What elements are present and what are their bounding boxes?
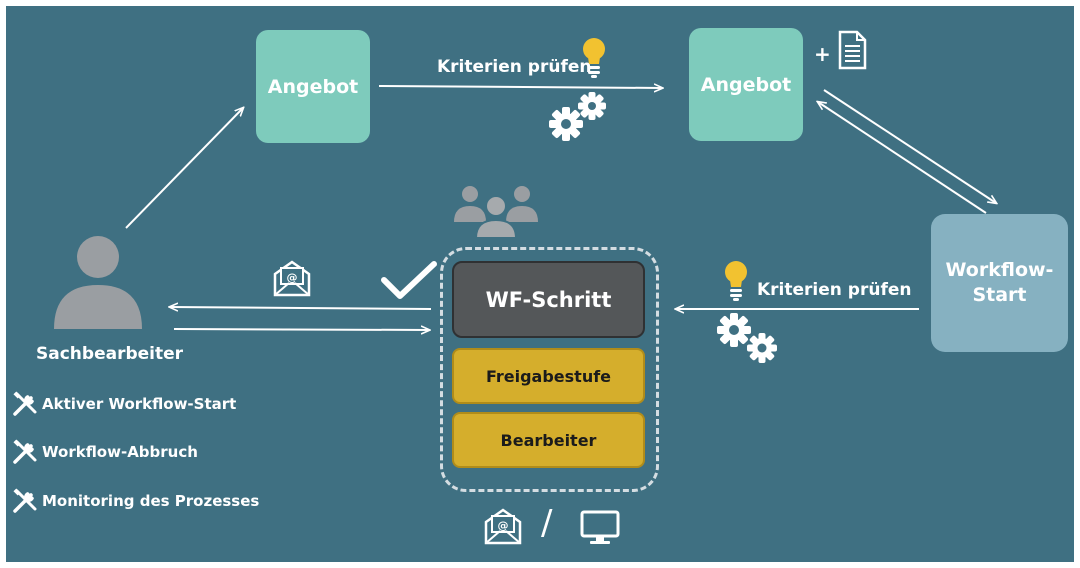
wf-step-box: WF-Schritt [452, 261, 645, 338]
approval-level-box: Freigabestufe [452, 348, 645, 404]
gears-icon [717, 313, 777, 363]
plus-sign: + [814, 42, 831, 66]
group-icon [454, 186, 538, 239]
email-icon: @ [484, 508, 522, 545]
connector-arrows [125, 6, 1074, 562]
offer-box-2: Angebot [689, 28, 803, 141]
workflow-step-group [440, 247, 659, 492]
svg-text:@: @ [498, 519, 509, 532]
tool-item-process-monitoring: Monitoring des Prozesses [12, 488, 259, 514]
tool-label: Aktiver Workflow-Start [42, 395, 237, 413]
workflow-start-label-line1: Workflow- [945, 259, 1054, 281]
tools-icon [13, 391, 37, 416]
wf-step-label: WF-Schritt [485, 287, 612, 312]
document-icon [838, 30, 867, 70]
criteria-check-label-right: Kriterien prüfen [757, 280, 912, 300]
offer-box-1-label: Angebot [267, 75, 359, 98]
slash-separator: / [541, 503, 553, 543]
gears-icon [549, 92, 606, 141]
diagram-canvas: Angebot Angebot Workflow- Start WF-Schri… [6, 6, 1074, 562]
editor-label: Bearbeiter [500, 430, 597, 450]
offer-box-1: Angebot [256, 30, 370, 143]
clerk-label: Sachbearbeiter [36, 344, 184, 364]
workflow-start-box: Workflow- Start [931, 214, 1068, 352]
email-icon: @ [273, 260, 311, 297]
lightbulb-icon [725, 261, 747, 301]
tool-item-active-workflow-start: Aktiver Workflow-Start [12, 391, 236, 417]
workflow-start-label-line2: Start [972, 284, 1027, 306]
tool-item-workflow-abort: Workflow-Abbruch [12, 439, 198, 465]
checkmark-icon [381, 261, 437, 299]
offer-box-2-label: Angebot [700, 73, 792, 96]
monitor-icon [580, 510, 620, 544]
arrow-offer-to-offer [378, 86, 662, 88]
arrow-clerk-to-wf-step [173, 329, 429, 330]
tools-icon [13, 439, 37, 464]
svg-text:@: @ [287, 271, 298, 284]
lightbulb-icon [583, 38, 605, 78]
person-icon [54, 236, 142, 329]
arrow-workflow-start-to-offer [818, 102, 987, 214]
tool-label: Monitoring des Prozesses [42, 492, 260, 510]
tool-label: Workflow-Abbruch [42, 443, 198, 461]
tools-icon [13, 488, 37, 513]
arrow-wf-step-to-clerk [170, 307, 432, 309]
arrow-offer-to-workflow-start [823, 89, 996, 203]
criteria-check-label-top: Kriterien prüfen [437, 57, 592, 77]
editor-box: Bearbeiter [452, 412, 645, 468]
arrow-clerk-to-offer [125, 108, 243, 229]
approval-level-label: Freigabestufe [485, 366, 612, 386]
